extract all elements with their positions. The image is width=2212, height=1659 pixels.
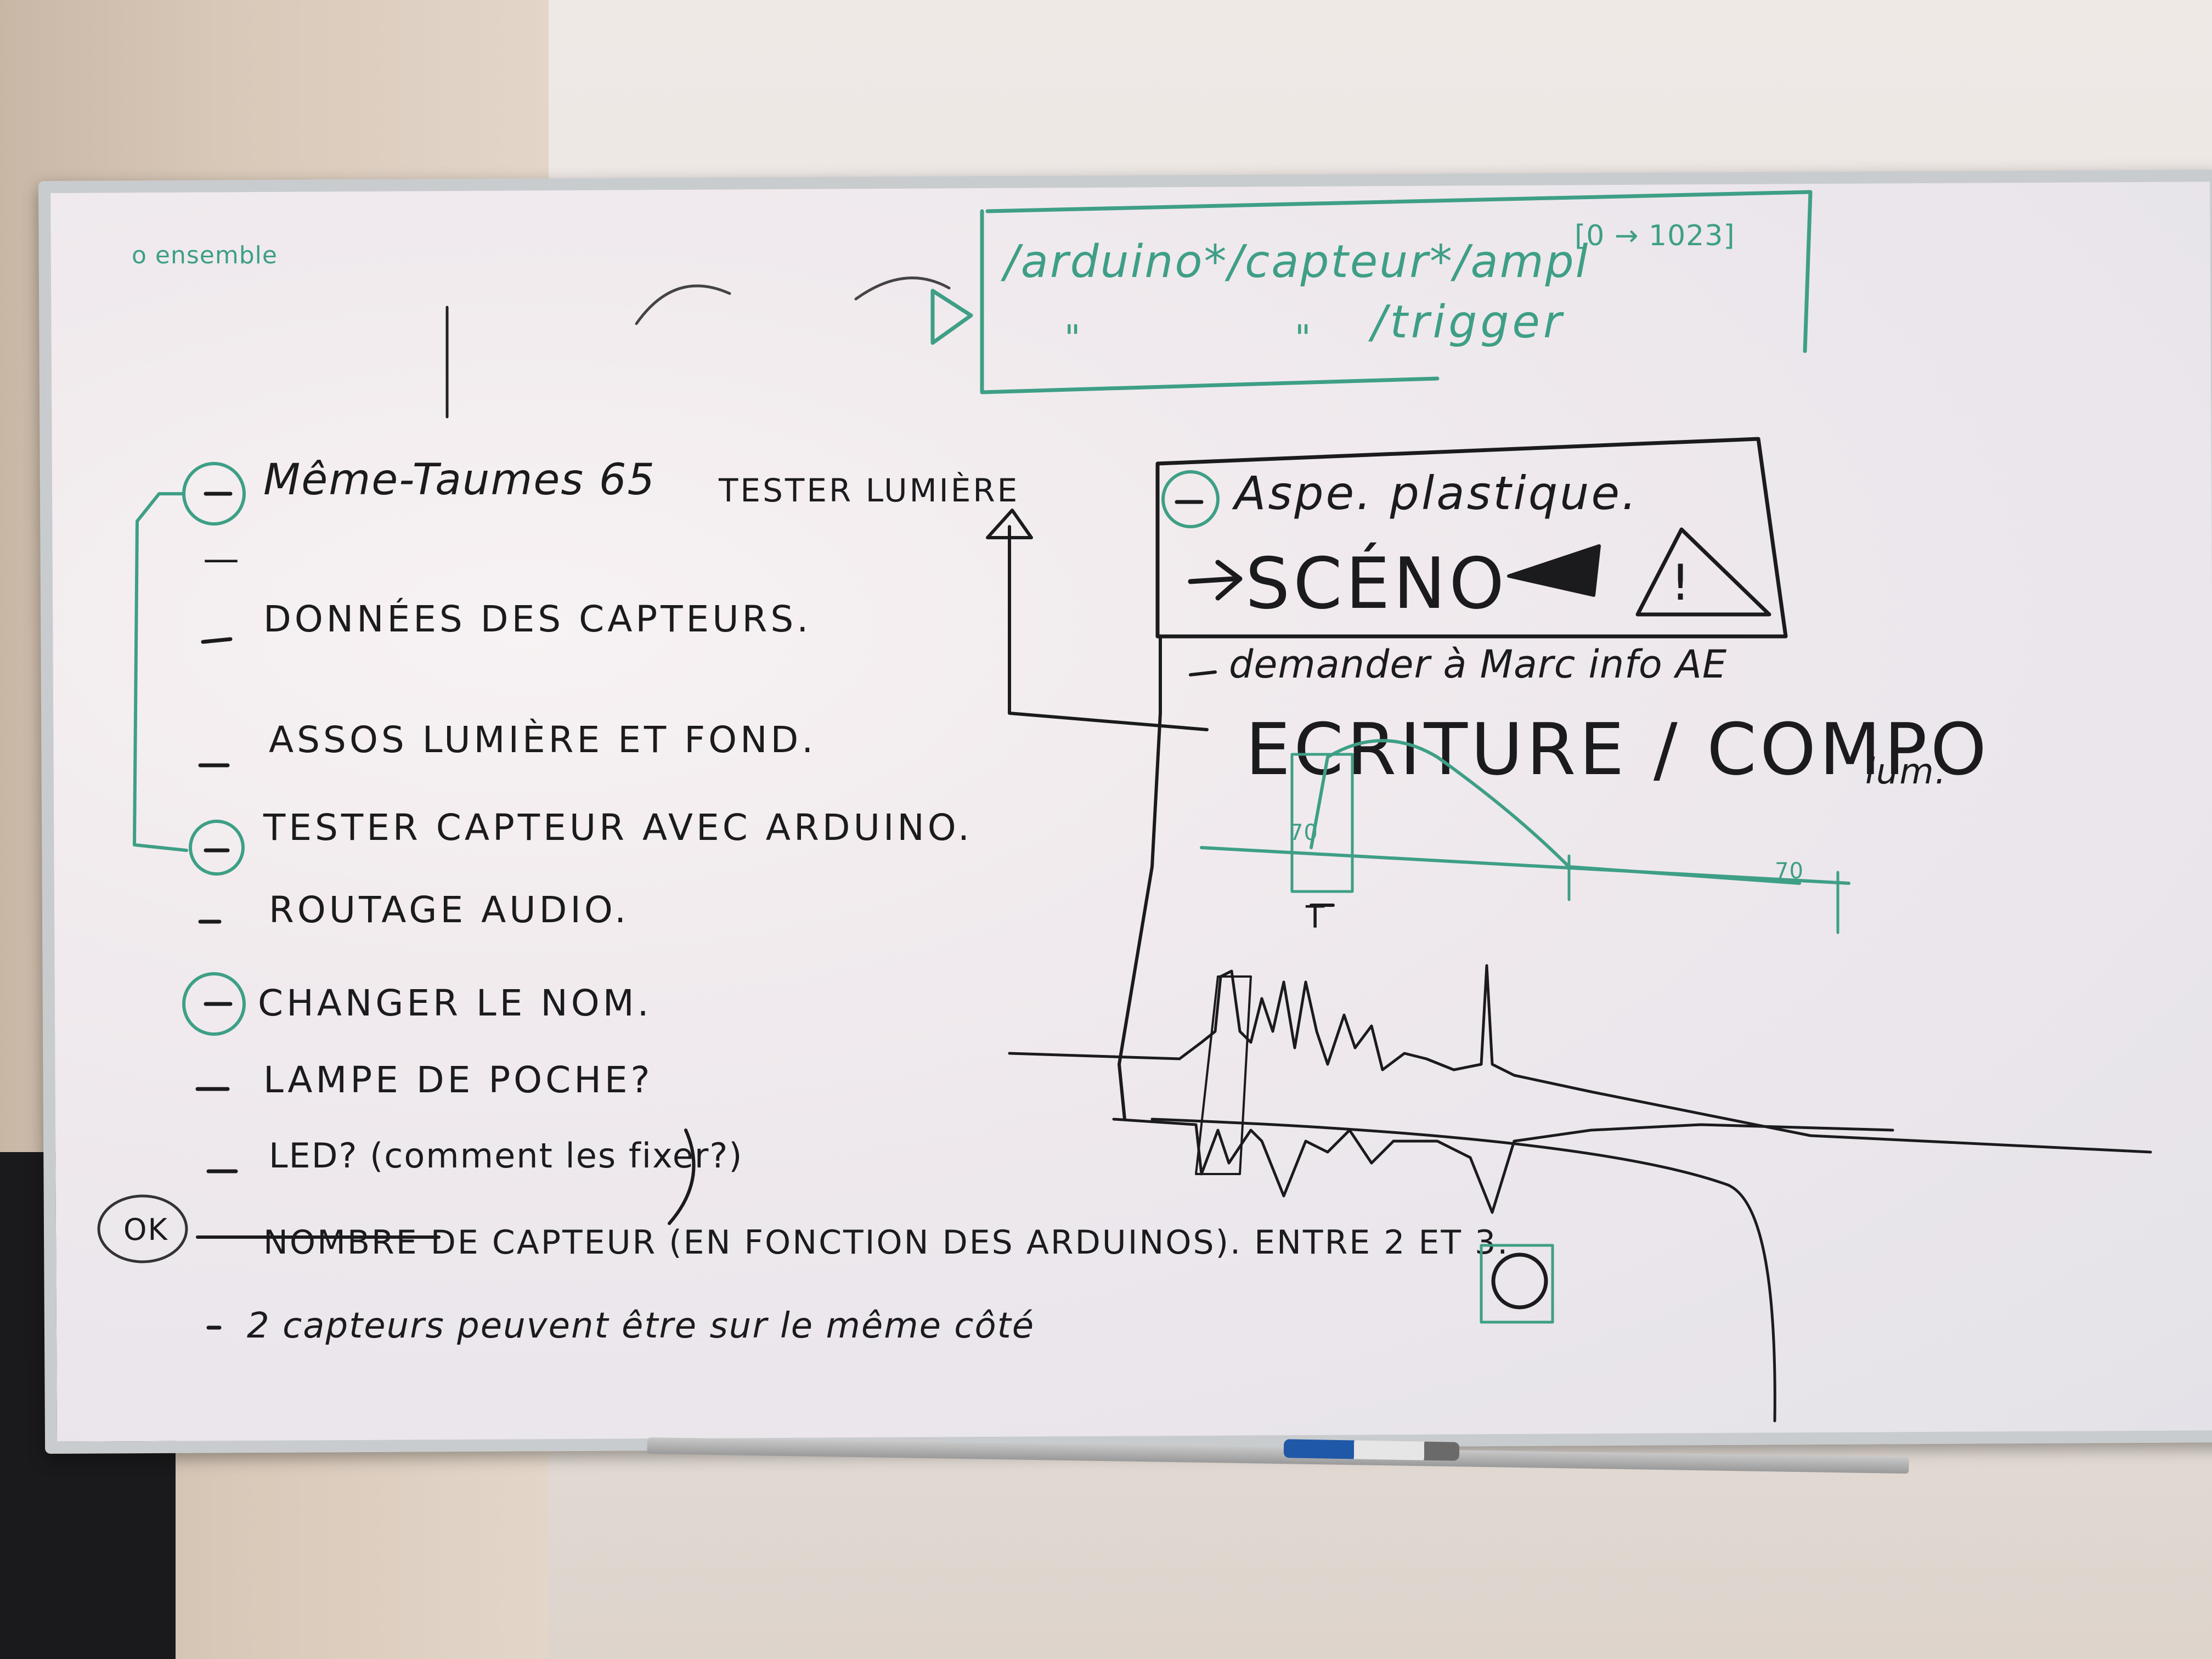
right-vertical: [1118, 635, 1162, 1121]
tester-lumiere: TESTER LUMIÈRE: [719, 472, 1020, 509]
graph-curve: [1310, 739, 1801, 885]
circle-marker-2: [189, 820, 245, 876]
demander-note: demander à Marc info AE: [1229, 642, 1728, 687]
list-item: DONNÉES DES CAPTEURS.: [263, 598, 812, 640]
ecriture-heading: ECRITURE / COMPO: [1245, 708, 1990, 791]
osc-ditto-1: ": [1064, 318, 1084, 359]
list-item: CHANGER LE NOM.: [258, 982, 652, 1024]
waveform-lower: [1112, 1118, 1894, 1214]
arrow-head: [986, 509, 1033, 539]
warning-icon: [1635, 527, 1771, 617]
osc-range: [0 → 1023]: [1575, 219, 1735, 252]
ok-label: OK: [123, 1212, 168, 1247]
list-item: LAMPE DE POCHE?: [263, 1059, 653, 1101]
list-item: ROUTAGE AUDIO.: [269, 889, 630, 931]
warning-mark: !: [1671, 554, 1691, 612]
osc-box-frame: [980, 190, 1813, 394]
list-item: 2 capteurs peuvent être sur le même côté: [247, 1306, 1035, 1346]
list-item: —: [203, 538, 242, 580]
ok-circle: [97, 1194, 188, 1263]
list-item: LED? (comment les fixer?): [269, 1136, 743, 1176]
osc-line-1: /arduino*/capteur*/ampl: [1004, 236, 1590, 288]
list-item: TESTER CAPTEUR AVEC ARDUINO.: [263, 806, 973, 849]
list-item: Même-Taumes 65: [263, 455, 656, 505]
led-brace: [668, 1128, 696, 1225]
arc-right: [854, 276, 951, 301]
right-box-frame: [1155, 437, 1788, 639]
play-icon: [930, 289, 973, 345]
waveform: [1008, 964, 2152, 1154]
right-box-circle: [1161, 470, 1220, 528]
osc-trigger: /trigger: [1372, 296, 1565, 348]
arc-left: [635, 284, 731, 325]
list-bracket: [133, 492, 188, 852]
circle-marker-3: [182, 972, 246, 1036]
sceno-label: SCÉNO: [1245, 543, 1508, 625]
list-item: ASSOS LUMIÈRE ET FOND.: [269, 719, 817, 761]
list-item: NOMBRE DE CAPTEUR (EN FONCTION DES ARDUI…: [263, 1223, 1510, 1262]
long-curve: [1150, 1118, 1776, 1423]
waveform-window: [1195, 975, 1252, 1175]
graph-axis: [1200, 846, 1850, 885]
arrow-link: [1008, 525, 1209, 731]
entre-box: [1480, 1244, 1554, 1324]
sceno-left-arrow: [1188, 560, 1243, 601]
marker-pen: [1283, 1439, 1460, 1461]
osc-ditto-2: ": [1295, 318, 1314, 359]
right-box-line1: Aspe. plastique.: [1234, 466, 1639, 520]
top-left-note: o ensemble: [132, 241, 278, 269]
sceno-right-triangle: [1507, 544, 1601, 597]
entre-circle: [1491, 1252, 1548, 1310]
ecriture-suffix: lum.: [1865, 752, 1948, 792]
graph-window: [1290, 753, 1354, 893]
